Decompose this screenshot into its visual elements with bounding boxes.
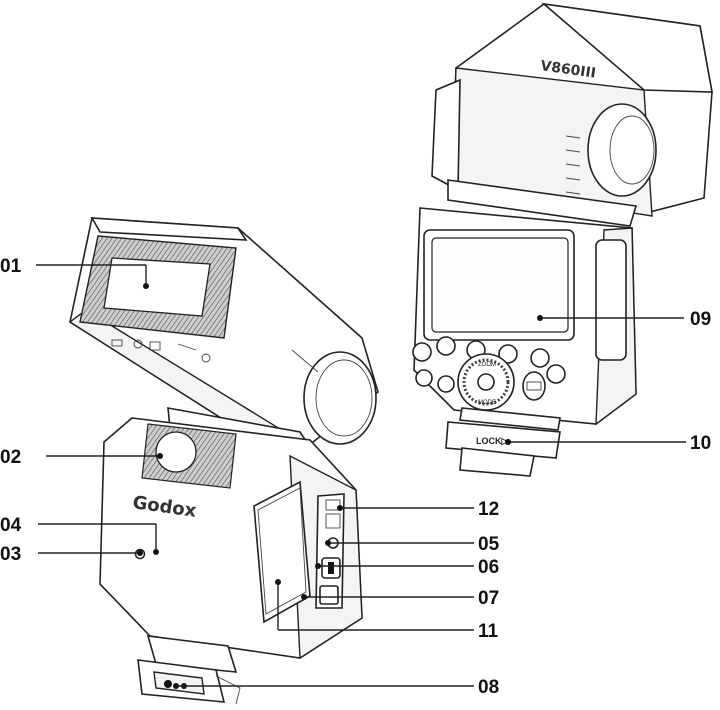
function-button-5: [530, 348, 550, 368]
callout-03: 03: [0, 544, 21, 565]
zoom-label: ZOOM: [478, 362, 496, 368]
side-compartment: [595, 239, 627, 361]
flash-back-view: V860III: [412, 2, 713, 477]
model-name: V860III: [539, 58, 596, 82]
head-icon-strip: [111, 339, 211, 363]
port-button: [319, 585, 339, 605]
callout-11: 11: [478, 621, 499, 642]
tilt-scale: [565, 135, 581, 195]
port-cover: [315, 493, 345, 609]
function-button-1: [412, 342, 432, 362]
callout-01: 01: [0, 256, 22, 277]
flash-front-view: Godox: [68, 217, 379, 705]
callout-04: 04: [0, 515, 22, 536]
flash-body-back: ZOOM MODE: [412, 207, 637, 426]
callout-02: 02: [0, 447, 21, 468]
flash-head-front: [68, 217, 379, 454]
callout-05: 05: [478, 534, 500, 555]
callout-08: 08: [478, 677, 499, 698]
power-switch: [522, 371, 546, 401]
tilt-pivot: [587, 103, 657, 197]
function-button-6: [546, 364, 566, 384]
hot-shoe-front: [137, 635, 241, 705]
callout-07: 07: [478, 588, 499, 609]
lcd-screen: [431, 237, 569, 333]
flash-body-front: Godox: [99, 417, 363, 660]
callout-10: 10: [690, 433, 711, 454]
focus-assist-window: [103, 257, 211, 317]
callout-12: 12: [478, 499, 499, 520]
set-button: [477, 373, 495, 391]
flash-head-back: V860III: [431, 2, 713, 217]
ir-sensor: [155, 431, 197, 473]
leader-lines: [36, 264, 686, 689]
swivel-joint: [303, 351, 377, 445]
lock-label: LOCK▷: [476, 436, 509, 446]
function-button-4: [498, 344, 518, 364]
callout-09: 09: [690, 309, 711, 330]
function-button-2: [436, 336, 456, 356]
callout-06: 06: [478, 557, 499, 578]
battery-door: [253, 480, 311, 624]
callout-labels: 01 02 03 04 05 06 07 08 09 10 11 12: [0, 256, 711, 698]
function-button-8: [437, 375, 455, 393]
mode-label: MODE: [478, 400, 496, 406]
function-button-7: [415, 369, 433, 387]
flash-neck-back: [447, 179, 638, 227]
